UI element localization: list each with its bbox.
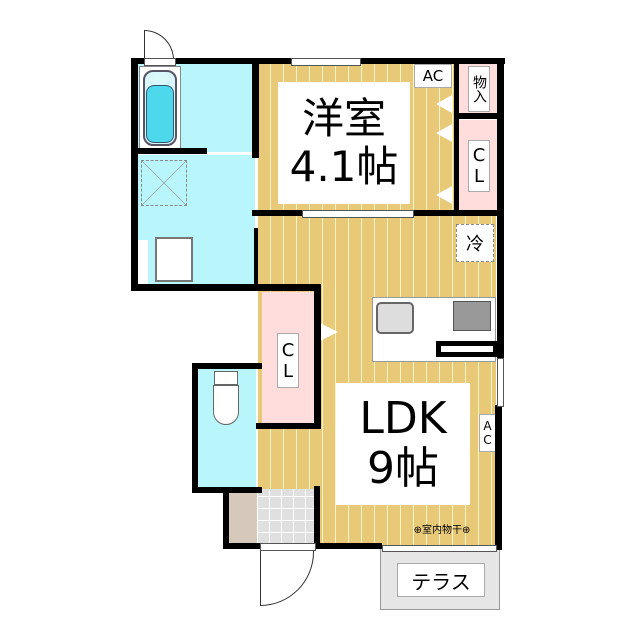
sink	[376, 302, 414, 334]
ldk-size: 9帖	[367, 443, 439, 494]
kitchen-wall	[436, 341, 498, 357]
bathtub-water	[146, 85, 174, 143]
toilet-bowl	[213, 385, 239, 425]
wall	[497, 58, 504, 358]
indoor-drying-label: ⊕室内物干⊕	[413, 525, 471, 536]
wall	[454, 58, 459, 214]
ldk-label: LDK 9帖	[336, 383, 470, 505]
washroom-closet	[138, 240, 148, 285]
wall	[314, 486, 320, 548]
bath-door-frame	[144, 58, 176, 66]
closet-door-marker	[436, 124, 452, 142]
wall	[131, 58, 138, 290]
shoe-box	[229, 492, 257, 545]
storage-label: 物入	[468, 66, 490, 112]
terrace-label: テラス	[397, 563, 485, 597]
wall	[192, 363, 262, 369]
wall	[252, 58, 259, 158]
wall	[252, 210, 302, 216]
bath-door	[144, 30, 174, 60]
western-room-name: 洋室	[301, 94, 386, 143]
closet-door-marker	[436, 186, 452, 204]
entrance-tile	[257, 489, 314, 545]
wall	[192, 363, 198, 493]
window	[291, 58, 361, 66]
wall	[223, 543, 260, 549]
window	[382, 545, 497, 552]
fridge-space: 冷	[456, 224, 494, 262]
entrance-door	[260, 548, 314, 606]
entrance-door-frame	[260, 543, 316, 551]
wall	[314, 543, 382, 549]
wall	[131, 284, 321, 291]
window	[302, 210, 414, 218]
window	[497, 358, 504, 407]
washing-machine-space	[141, 160, 187, 206]
wall	[254, 228, 258, 288]
wall	[256, 423, 321, 429]
closet-door-marker	[320, 323, 338, 341]
closet-western-label: CL	[468, 140, 490, 192]
closet-hall-label: CL	[277, 333, 299, 388]
wall	[223, 487, 229, 549]
wash-basin	[155, 237, 193, 282]
stove	[453, 301, 491, 331]
wall	[137, 148, 207, 154]
wall	[454, 113, 502, 119]
closet-door-marker	[436, 95, 452, 113]
ac-western: AC	[414, 64, 452, 88]
toilet-tank	[214, 371, 238, 385]
wall	[314, 284, 321, 429]
western-room-size: 4.1帖	[289, 142, 399, 191]
ac-ldk: AC	[479, 414, 496, 452]
wall	[495, 405, 502, 550]
ldk-name: LDK	[359, 393, 447, 444]
western-room-label: 洋室 4.1帖	[278, 82, 410, 204]
